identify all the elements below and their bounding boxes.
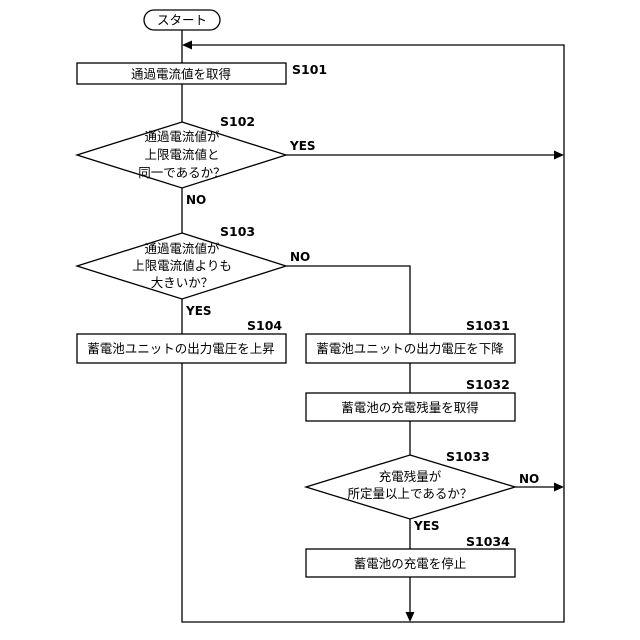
decision-s1033-line-2: 所定量以上であるか？ [348,486,473,501]
step-label-s104: S104 [247,318,282,333]
branch-label-s1033-yes: YES [413,519,440,533]
process-s104-label: 蓄電池ユニットの出力電圧を上昇 [87,341,275,356]
decision-s102-line-3: 同一であるか？ [138,165,225,180]
step-label-s1031: S1031 [466,318,510,333]
decision-s1033-line-1: 充電残量が [379,469,442,484]
process-s101-label: 通過電流値を取得 [131,67,231,82]
process-s1032-label: 蓄電池の充電残量を取得 [341,400,479,415]
arrowhead-s1033-no [554,483,564,492]
start-label: スタート [157,13,207,28]
branch-label-s1033-no: NO [519,472,539,486]
step-label-s103: S103 [220,224,255,239]
step-label-s102: S102 [220,114,255,129]
arrowhead-s102-yes [554,151,564,160]
decision-s102-line-2: 上限電流値と [144,147,219,162]
decision-s102-line-1: 通過電流値が [144,129,220,144]
step-label-s1032: S1032 [466,377,510,392]
process-s1031-label: 蓄電池ユニットの出力電圧を下降 [316,341,504,356]
decision-s103-line-3: 大きいか？ [151,275,214,290]
step-label-s1033: S1033 [446,449,490,464]
branch-label-s102-yes: YES [289,139,316,153]
arrowhead-loop-return [182,41,192,50]
branch-label-s103-no: NO [290,250,310,264]
process-s1034-label: 蓄電池の充電を停止 [354,556,467,571]
connector-s103-no [286,266,410,334]
decision-s103-line-2: 上限電流値よりも [132,258,232,273]
step-label-s1034: S1034 [466,534,510,549]
step-label-s101: S101 [292,62,327,77]
branch-label-s102-no: NO [186,193,206,207]
decision-s103-line-1: 通過電流値が [144,241,220,256]
branch-label-s103-yes: YES [185,304,212,318]
arrowhead-s1034-end [406,612,415,622]
